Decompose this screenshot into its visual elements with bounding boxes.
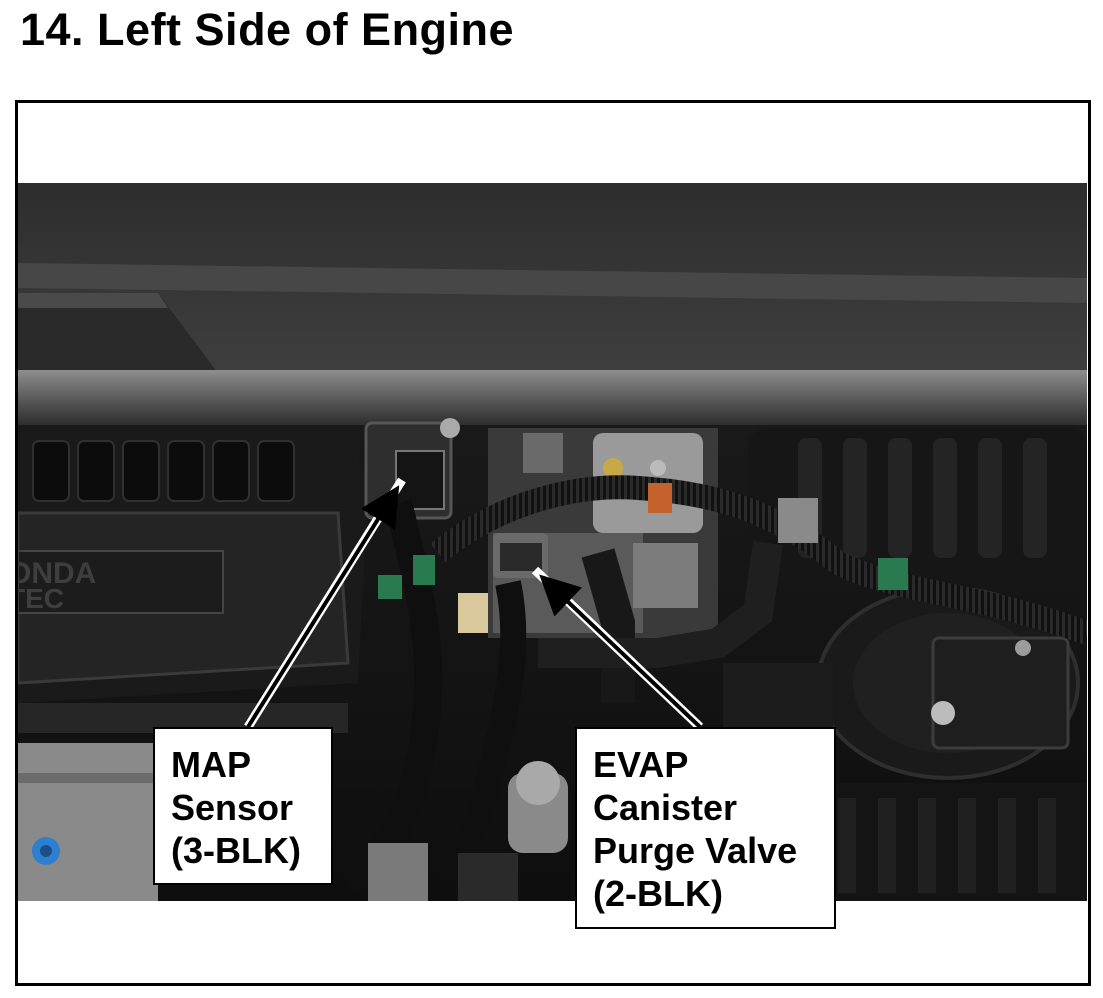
evap-valve-label-line3: Purge Valve [593, 830, 798, 871]
evap-valve-label-line4: (2-BLK) [593, 873, 723, 914]
evap-valve-label-line2: Canister [593, 787, 738, 828]
map-sensor-label-line3: (3-BLK) [171, 830, 301, 871]
page-title: 14. Left Side of Engine [20, 4, 515, 55]
engine-cover-brand-text: ONDA [18, 557, 96, 590]
evap-valve-label-line1: EVAP [593, 744, 689, 785]
evap-valve-callout: EVAP Canister Purge Valve (2-BLK) [575, 727, 836, 929]
map-sensor-label-line2: Sensor [171, 787, 294, 828]
engine-cover-brand-text-2: TEC [18, 583, 64, 614]
map-sensor-label-line1: MAP [171, 744, 251, 785]
map-sensor-callout: MAP Sensor (3-BLK) [153, 727, 333, 885]
